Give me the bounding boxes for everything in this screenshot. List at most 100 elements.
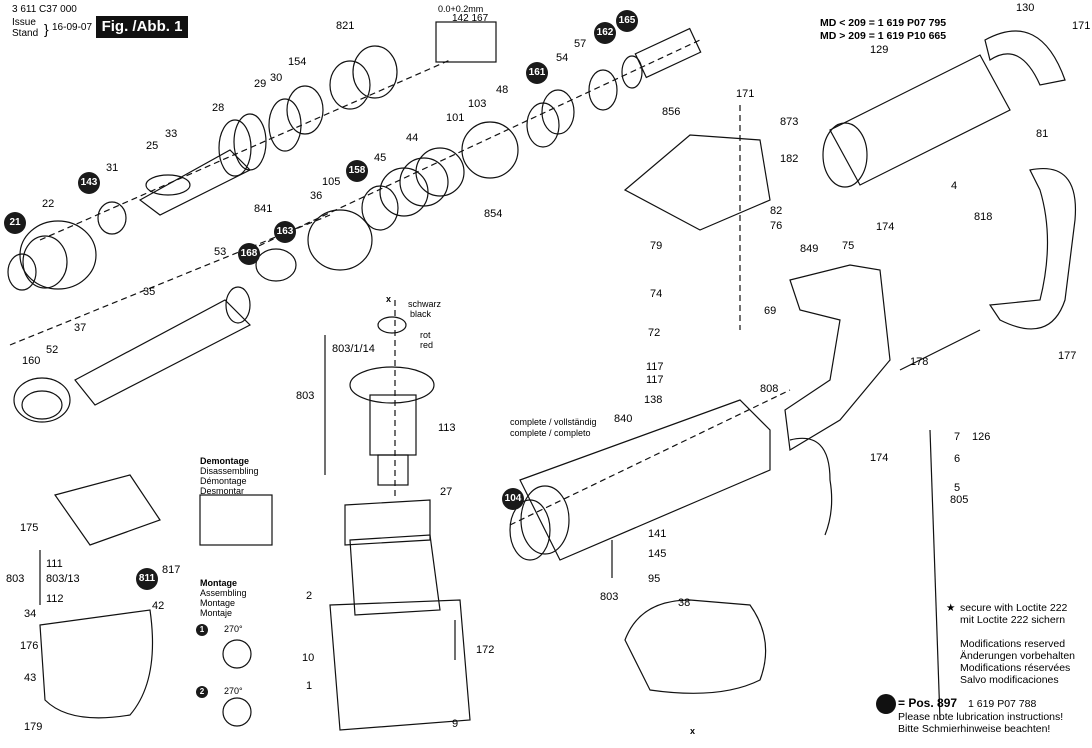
x-mark: x [386, 294, 392, 304]
circled-part-label: 163 [274, 221, 296, 243]
part-label: 154 [288, 56, 307, 68]
modifications-4: Salvo modificaciones [960, 674, 1059, 686]
part-label: 54 [556, 52, 569, 64]
part-label: 130 [1016, 2, 1035, 14]
md-note-1: MD < 209 = 1 619 P07 795 [820, 17, 947, 29]
complete-note-2: complete / completo [510, 428, 591, 438]
part-label: 37 [74, 322, 87, 334]
part-label: 141 [648, 528, 667, 540]
demontage-item: Demontage [200, 456, 250, 466]
part-label: 171 [736, 88, 755, 100]
red-de: rot [420, 330, 431, 340]
circled-part-label: 21 [4, 212, 26, 234]
circled-part-label: 165 [616, 10, 638, 32]
part-label: 28 [212, 102, 225, 114]
part-label: 117 [646, 361, 664, 373]
part-label: 803/1/14 [332, 343, 375, 355]
part-label: 72 [648, 327, 661, 339]
part-label: 103 [468, 98, 487, 110]
part-label: 145 [648, 548, 667, 560]
part-label: 808 [760, 383, 779, 395]
part-label: 53 [214, 246, 227, 258]
part-label: 805 [950, 494, 969, 506]
circled-part-label: 104 [502, 488, 524, 510]
red-en: red [420, 340, 434, 350]
step-2-number: 2 [196, 686, 208, 698]
modifications-2: Änderungen vorbehalten [960, 650, 1076, 662]
issue-label: Issue [12, 17, 36, 28]
bracket-mark: } [44, 21, 49, 37]
circled-part-label: 143 [78, 172, 100, 194]
part-label: 81 [1036, 128, 1049, 140]
part-label: 854 [484, 208, 503, 220]
part-label: 821 [336, 20, 355, 32]
part-label: 840 [614, 413, 633, 425]
part-label: 176 [20, 640, 39, 652]
part-label: 803/13 [46, 573, 80, 585]
black-de: schwarz [408, 299, 442, 309]
part-label: 25 [146, 140, 159, 152]
step-1-angle: 270° [224, 624, 243, 634]
part-label: 2 [306, 590, 313, 602]
montage-item: Montaje [200, 608, 233, 618]
part-label: 179 [24, 721, 43, 733]
part-label: 112 [46, 593, 64, 605]
part-label: 34 [24, 608, 37, 620]
part-label: 138 [644, 394, 663, 406]
part-label: 117 [646, 374, 664, 386]
part-label: 82 [770, 205, 783, 217]
part-label: 841 [254, 203, 273, 215]
part-label: 31 [106, 162, 119, 174]
demontage-item: Disassembling [200, 466, 259, 476]
lubrication-note-2: Bitte Schmierhinweise beachten! [898, 723, 1051, 735]
part-label: 4 [951, 180, 958, 192]
circled-part-label: 158 [346, 160, 368, 182]
part-label: 10 [302, 652, 315, 664]
part-label: 113 [438, 422, 456, 434]
part-label: 33 [165, 128, 178, 140]
demontage-item: Desmontar [200, 486, 245, 496]
part-label: 44 [406, 132, 419, 144]
part-label: 48 [496, 84, 509, 96]
part-label: 818 [974, 211, 993, 223]
circled-part-label: 168 [238, 243, 260, 265]
part-label: 105 [322, 176, 341, 188]
part-label: 76 [770, 220, 783, 232]
part-label: 126 [972, 431, 991, 443]
part-label: 29 [254, 78, 267, 90]
issue-date: 16-09-07 [52, 22, 93, 33]
part-label: 45 [374, 152, 387, 164]
loctite-note-1: secure with Loctite 222 [960, 602, 1068, 614]
part-label: 111 [46, 558, 63, 570]
montage-item: Montage [200, 578, 237, 588]
part-label: 30 [270, 72, 283, 84]
modifications-3: Modifications réservées [960, 662, 1071, 674]
demontage-item: Démontage [200, 476, 247, 486]
part-label: 95 [648, 573, 661, 585]
montage-item: Assembling [200, 588, 247, 598]
part-label: 160 [22, 355, 41, 367]
modifications-1: Modifications reserved [960, 638, 1066, 650]
part-label: 69 [764, 305, 777, 317]
part-label: 174 [876, 221, 895, 233]
part-label: 182 [780, 153, 799, 165]
part-label: 175 [20, 522, 39, 534]
part-label: 38 [678, 597, 691, 609]
dimension-note: 0.0+0.2mm [438, 4, 484, 14]
dimension-parts: 142 167 [452, 13, 489, 24]
part-label: 42 [152, 600, 165, 612]
black-en: black [410, 309, 432, 319]
stand-label: Stand [12, 28, 39, 39]
loctite-note-2: mit Loctite 222 sichern [960, 614, 1066, 626]
part-label: 178 [910, 356, 929, 368]
md-note-2: MD > 209 = 1 619 P10 665 [820, 30, 947, 42]
part-label: 172 [476, 644, 495, 656]
part-label: 856 [662, 106, 681, 118]
step-1-number: 1 [196, 624, 208, 636]
part-label: 52 [46, 344, 59, 356]
step-2-angle: 270° [224, 686, 243, 696]
circled-part-label: 162 [594, 22, 616, 44]
